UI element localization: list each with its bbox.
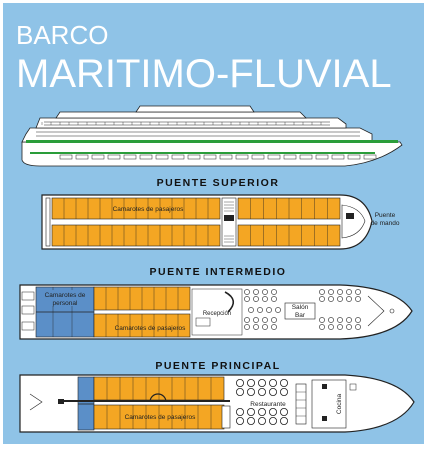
- label-intermedio-cabins: Camarotes de pasajeros: [115, 325, 187, 332]
- ship-profile: [21, 105, 403, 167]
- label-superior-cabins: Camarotes de pasajeros: [113, 206, 185, 213]
- label-principal-kitchen: Cocina: [336, 393, 343, 414]
- label-intermedio-reception: Recepción: [203, 311, 231, 317]
- label-principal-cabins: Camarotes de pasajeros: [125, 414, 197, 421]
- deck-title-intermedio: PUENTE INTERMEDIO: [150, 266, 287, 278]
- profile-windows: [41, 122, 377, 160]
- deck-intermedio: [19, 284, 413, 340]
- deck-title-superior: PUENTE SUPERIOR: [157, 177, 280, 189]
- deck-principal: [19, 374, 415, 433]
- label-principal-restaurant: Restaurante: [250, 401, 286, 408]
- deck-title-principal: PUENTE PRINCIPAL: [155, 360, 280, 372]
- title-line-1: BARCO: [16, 20, 109, 50]
- deck-superior: [41, 194, 373, 250]
- title-line-2: MARITIMO-FLUVIAL: [16, 52, 392, 96]
